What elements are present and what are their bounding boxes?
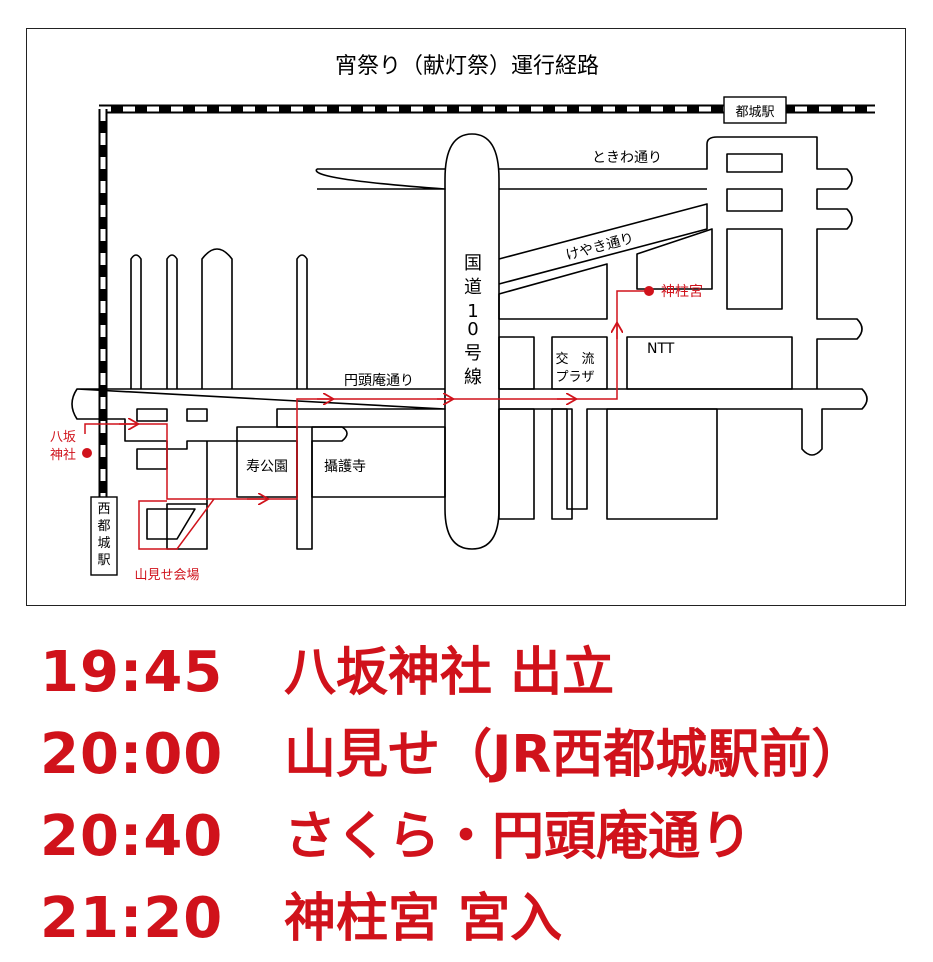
- enzuan-road-label: 円頭庵通り: [344, 372, 414, 389]
- koryu-plaza-label-1: 交 流: [555, 351, 594, 367]
- schedule-row-4: 21:20 神柱宮 宮入: [40, 878, 920, 960]
- national-route-char-5: 号: [464, 343, 482, 364]
- national-route-char-4: 0: [467, 319, 478, 340]
- nishi-station-char-2: 都: [97, 519, 110, 534]
- nishi-station-char-4: 駅: [97, 553, 110, 568]
- schedule-event: 山見せ（JR西都城駅前）: [284, 725, 864, 785]
- ntt-label: NTT: [647, 341, 675, 357]
- schedule-list: 19:45 八坂神社 出立 20:00 山見せ（JR西都城駅前） 20:40 さ…: [40, 632, 920, 960]
- hachisaka-label-2: 神社: [50, 447, 76, 463]
- map-canvas: 宵祭り（献灯祭）運行経路 都城駅 西 都 城 駅 ときわ通り けやき通り 国 道…: [50, 54, 875, 583]
- railway-lines: [98, 104, 875, 574]
- nishi-station-char-3: 城: [97, 536, 110, 551]
- national-route-char-1: 国: [464, 253, 482, 274]
- jinchugu-marker: [644, 286, 654, 296]
- parade-route: [82, 286, 654, 550]
- schedule-time: 20:40: [40, 804, 224, 869]
- kotobuki-park-label: 寿公園: [246, 458, 288, 475]
- map-title: 宵祭り（献灯祭）運行経路: [335, 54, 599, 79]
- yamami-venue-label: 山見せ会場: [134, 568, 199, 583]
- route-map: 宵祭り（献灯祭）運行経路 都城駅 西 都 城 駅 ときわ通り けやき通り 国 道…: [26, 28, 906, 606]
- schedule-row-3: 20:40 さくら・円頭庵通り: [40, 796, 920, 878]
- hachisaka-label-1: 八坂: [50, 430, 76, 445]
- national-route-char-6: 線: [464, 367, 482, 388]
- national-route-char-3: 1: [467, 301, 478, 322]
- schedule-time: 19:45: [40, 640, 224, 705]
- street-network: [71, 133, 868, 550]
- schedule-event: さくら・円頭庵通り: [284, 807, 753, 867]
- national-route-char-2: 道: [464, 277, 482, 298]
- schedule-time: 20:00: [40, 722, 224, 787]
- tokiwa-road-label: ときわ通り: [592, 150, 662, 166]
- keyaki-road-label: けやき通り: [564, 230, 636, 264]
- miyakonojo-station-box: [723, 96, 787, 124]
- schedule-event: 八坂神社 出立: [284, 643, 615, 703]
- nishi-miyakonojo-station-box: [90, 496, 118, 576]
- setsugoji-label: 攝護寺: [324, 459, 366, 475]
- schedule-row-1: 19:45 八坂神社 出立: [40, 632, 920, 714]
- nishi-station-char-1: 西: [97, 502, 110, 517]
- schedule-row-2: 20:00 山見せ（JR西都城駅前）: [40, 714, 920, 796]
- koryu-plaza-label-2: プラザ: [555, 370, 594, 385]
- hachisaka-shrine-marker: [82, 448, 92, 458]
- schedule-time: 21:20: [40, 886, 224, 951]
- schedule-event: 神柱宮 宮入: [284, 889, 563, 949]
- jinchugu-label: 神柱宮: [661, 284, 703, 300]
- miyakonojo-station-label: 都城駅: [735, 105, 774, 120]
